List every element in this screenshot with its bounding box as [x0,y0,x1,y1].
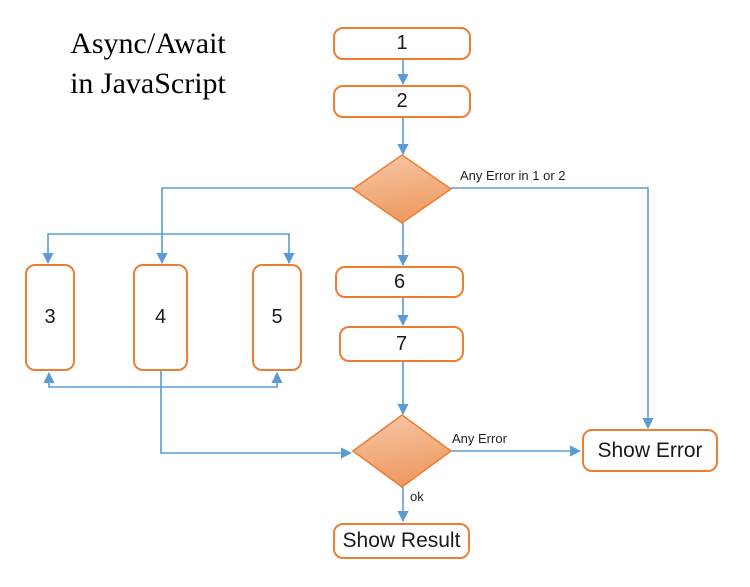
decision-diamond-error-1-2 [351,154,453,224]
connector-decision1-show-error [451,187,654,430]
decision-diamond-any-error [351,414,453,488]
node-step-4: 4 [133,264,188,371]
edge-label-any-error: Any Error [452,431,507,446]
edge-label-ok: ok [410,489,424,504]
diagram-title-line1: Async/Await [70,27,226,60]
node-step-3: 3 [25,264,75,371]
connector-4-decision2 [160,371,353,459]
connector-join-3 [43,371,161,388]
diagram-title-line2: in JavaScript [70,66,226,100]
connector-branch-5 [162,233,295,265]
connector-decision1-4 [156,187,353,265]
diagram-title: Async/Await in JavaScript [28,24,268,103]
connector-branch-3 [42,233,162,265]
node-step-5: 5 [252,264,302,371]
node-step-1: 1 [333,27,471,60]
edge-label-any-error-1-2: Any Error in 1 or 2 [460,168,566,183]
connector-join-5 [161,371,283,388]
node-step-2: 2 [333,85,471,118]
node-step-6: 6 [335,266,464,298]
node-step-7: 7 [339,326,464,362]
node-show-error: Show Error [582,429,718,472]
node-show-result: Show Result [333,523,470,559]
